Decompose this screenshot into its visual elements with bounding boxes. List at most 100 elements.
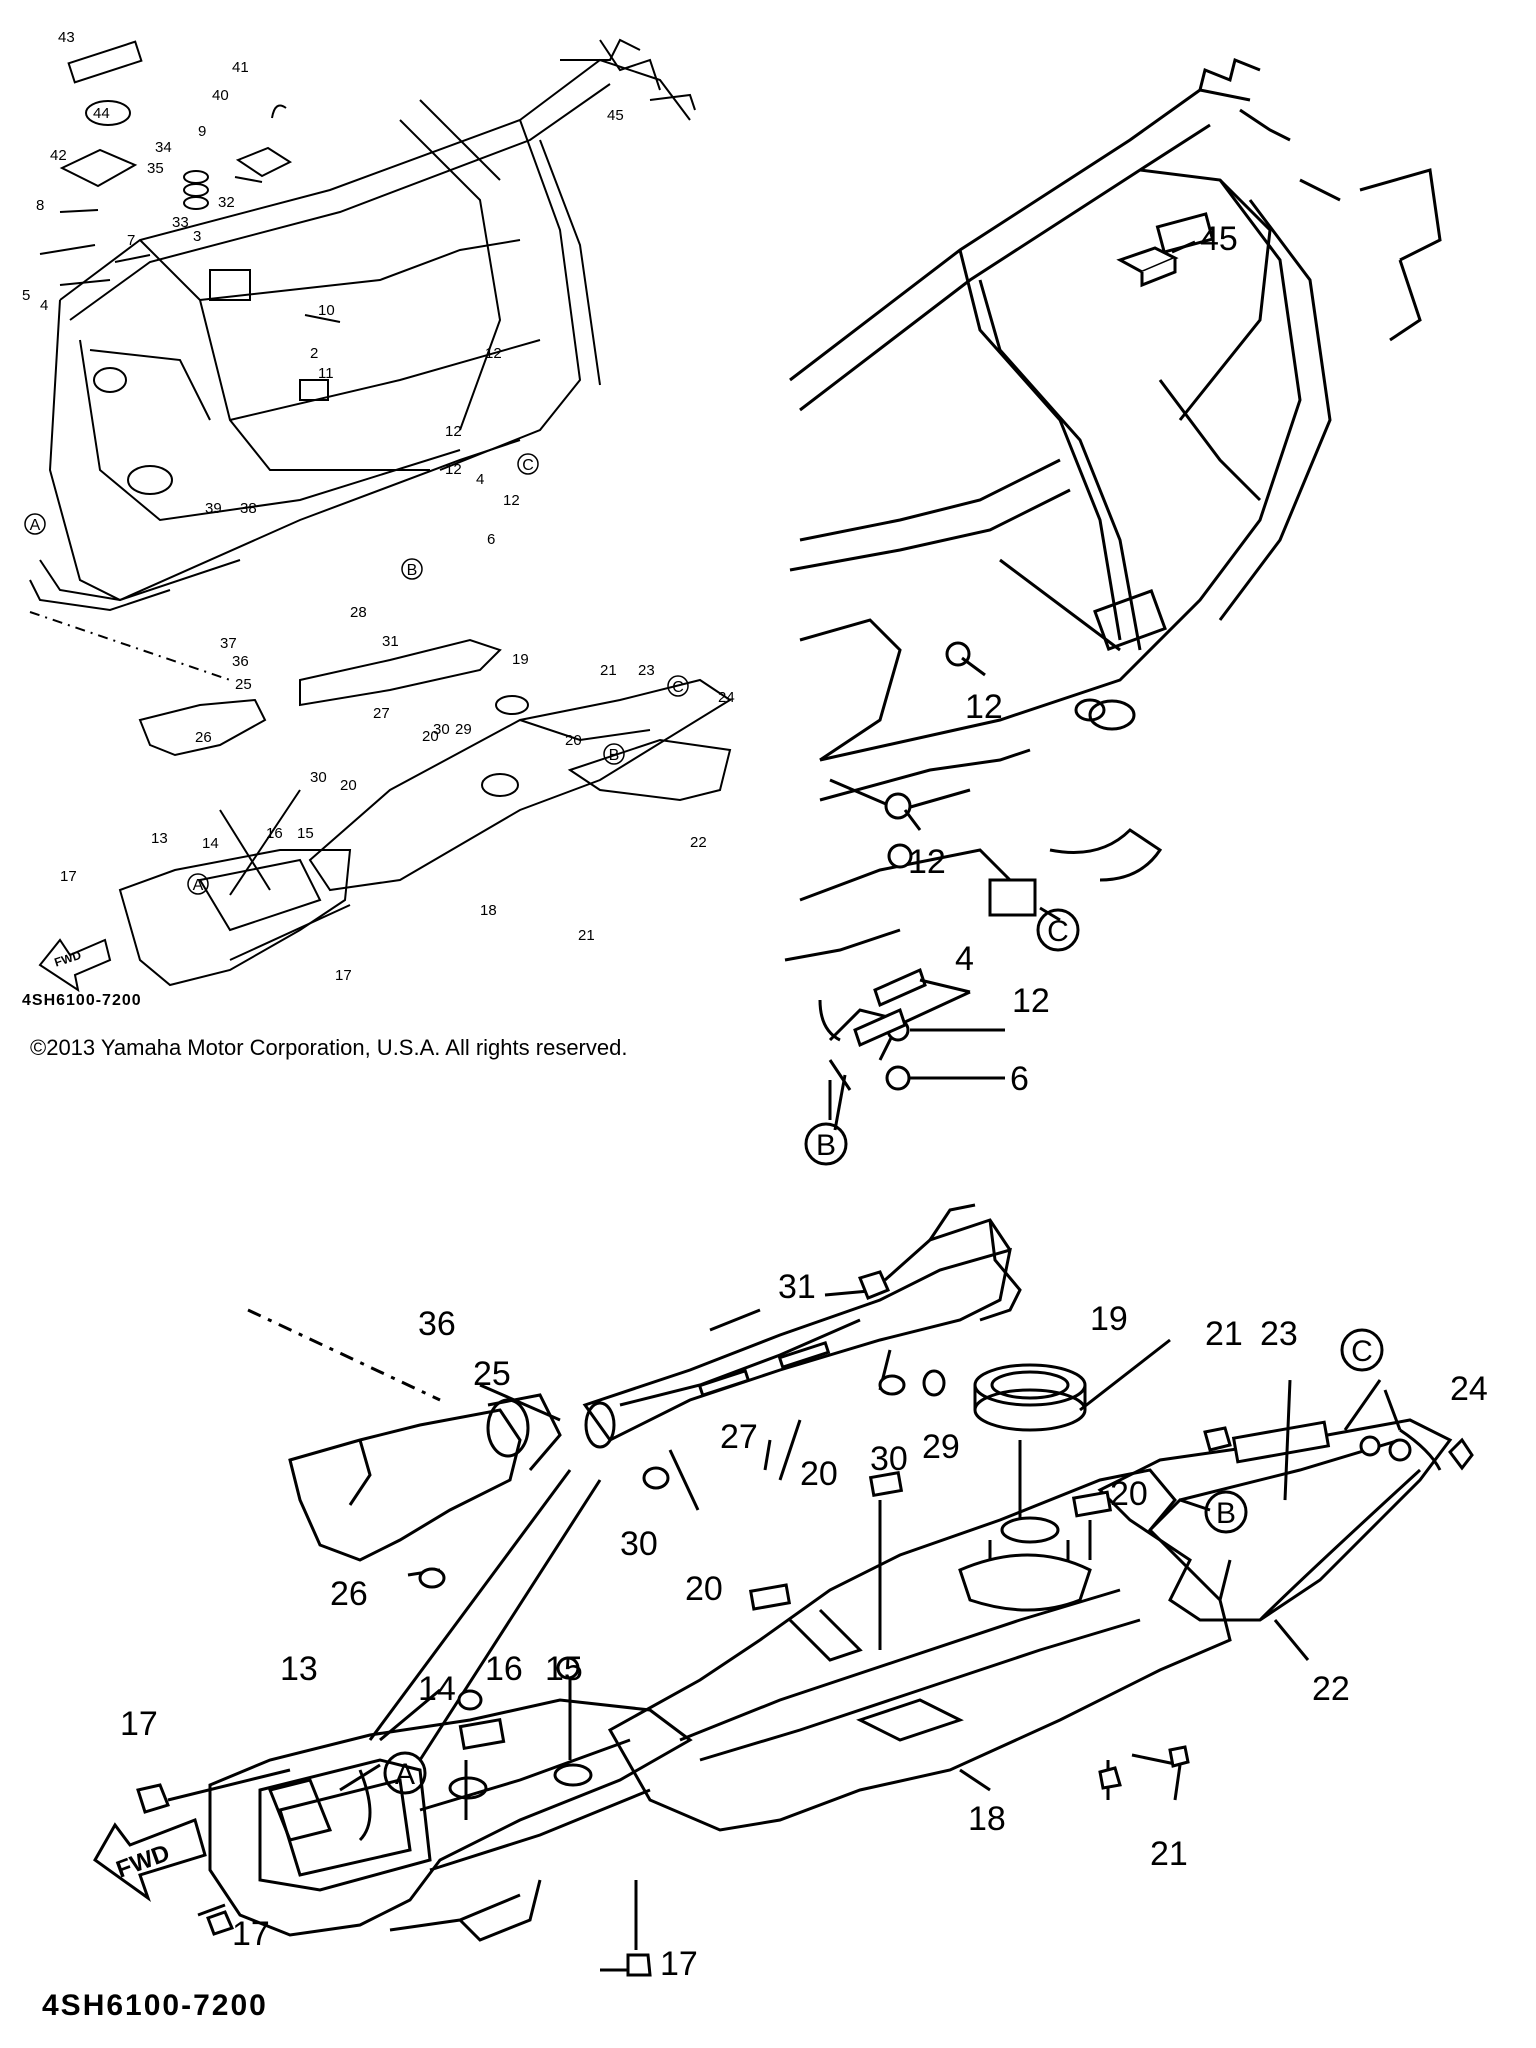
svg-text:22: 22 xyxy=(1312,1670,1350,1708)
guard-detail-drawing xyxy=(95,1205,1450,1970)
svg-text:21: 21 xyxy=(578,927,595,944)
svg-text:17: 17 xyxy=(335,967,352,984)
frame-detail-leaders xyxy=(835,242,1195,1130)
svg-text:22: 22 xyxy=(690,834,707,851)
svg-text:34: 34 xyxy=(155,139,172,156)
svg-text:33: 33 xyxy=(172,214,189,231)
frame-detail-hardware xyxy=(855,248,1175,1089)
svg-text:C: C xyxy=(672,679,684,696)
svg-text:21: 21 xyxy=(600,662,617,679)
svg-text:4: 4 xyxy=(955,940,974,978)
svg-text:23: 23 xyxy=(1260,1315,1298,1353)
svg-text:23: 23 xyxy=(638,662,655,679)
svg-text:7: 7 xyxy=(127,232,135,249)
small-part-numbers: 43 41 44 40 42 34 35 9 32 8 33 3 7 5 4 1… xyxy=(22,29,735,984)
svg-text:45: 45 xyxy=(1200,220,1238,258)
svg-text:10: 10 xyxy=(318,302,335,319)
svg-text:14: 14 xyxy=(202,835,219,852)
svg-text:11: 11 xyxy=(318,365,334,382)
svg-text:17: 17 xyxy=(120,1705,158,1743)
svg-text:4: 4 xyxy=(476,471,484,488)
svg-text:26: 26 xyxy=(195,729,212,746)
svg-text:20: 20 xyxy=(422,728,439,745)
frame-detail-callouts xyxy=(806,910,1078,1164)
svg-text:36: 36 xyxy=(232,653,249,670)
svg-text:12: 12 xyxy=(445,423,462,440)
small-frame-drawing xyxy=(30,40,730,990)
svg-text:6: 6 xyxy=(1010,1060,1029,1098)
svg-text:39: 39 xyxy=(205,500,222,517)
svg-text:45: 45 xyxy=(607,107,624,124)
svg-text:27: 27 xyxy=(373,705,390,722)
copyright-notice: ©2013 Yamaha Motor Corporation, U.S.A. A… xyxy=(30,1035,627,1060)
small-callout-letters: A B C C B A xyxy=(30,457,684,894)
svg-text:18: 18 xyxy=(968,1800,1006,1838)
guard-detail-part-numbers: 31 36 25 19 21 23 24 27 30 29 20 20 30 2… xyxy=(120,1268,1488,1983)
svg-text:C: C xyxy=(522,457,534,474)
svg-text:C: C xyxy=(1351,1335,1373,1368)
svg-text:A: A xyxy=(193,877,204,894)
svg-text:15: 15 xyxy=(545,1650,583,1688)
svg-text:13: 13 xyxy=(280,1650,318,1688)
svg-text:31: 31 xyxy=(382,633,399,650)
svg-text:25: 25 xyxy=(473,1355,511,1393)
svg-text:2: 2 xyxy=(310,345,318,362)
svg-text:19: 19 xyxy=(512,651,529,668)
svg-text:5: 5 xyxy=(22,287,30,304)
guard-detail-callout-letters: C B A xyxy=(395,1335,1373,1791)
frame-detail-drawing xyxy=(785,60,1440,1120)
svg-text:B: B xyxy=(609,747,620,764)
svg-text:8: 8 xyxy=(36,197,44,214)
svg-text:A: A xyxy=(30,517,41,534)
svg-text:4: 4 xyxy=(40,297,48,314)
svg-text:41: 41 xyxy=(232,59,249,76)
svg-text:30: 30 xyxy=(433,721,450,738)
svg-text:15: 15 xyxy=(297,825,314,842)
svg-text:29: 29 xyxy=(922,1428,960,1466)
svg-text:25: 25 xyxy=(235,676,252,693)
frame-detail-callout-letters: C B xyxy=(816,915,1069,1162)
svg-text:17: 17 xyxy=(660,1945,698,1983)
svg-text:30: 30 xyxy=(310,769,327,786)
svg-text:12: 12 xyxy=(445,461,462,478)
svg-text:28: 28 xyxy=(350,604,367,621)
svg-text:B: B xyxy=(1216,1497,1236,1530)
svg-text:30: 30 xyxy=(620,1525,658,1563)
svg-text:43: 43 xyxy=(58,29,75,46)
frame-detail-part-numbers: 45 12 12 4 12 6 xyxy=(908,220,1238,1098)
guard-drawing-code: 4SH6100-7200 xyxy=(42,1989,268,2022)
guard-detail-hardware xyxy=(138,1272,1472,1975)
small-callouts xyxy=(25,454,688,894)
svg-text:24: 24 xyxy=(1450,1370,1488,1408)
svg-text:26: 26 xyxy=(330,1575,368,1613)
svg-text:C: C xyxy=(1047,915,1069,948)
svg-text:27: 27 xyxy=(720,1418,758,1456)
svg-text:36: 36 xyxy=(418,1305,456,1343)
small-drawing-code: 4SH6100-7200 xyxy=(22,992,142,1009)
svg-text:35: 35 xyxy=(147,160,164,177)
svg-text:18: 18 xyxy=(480,902,497,919)
svg-text:20: 20 xyxy=(685,1570,723,1608)
svg-text:44: 44 xyxy=(93,105,110,122)
svg-text:20: 20 xyxy=(340,777,357,794)
svg-text:20: 20 xyxy=(1110,1475,1148,1513)
svg-text:37: 37 xyxy=(220,635,237,652)
svg-text:13: 13 xyxy=(151,830,168,847)
svg-text:14: 14 xyxy=(418,1670,456,1708)
svg-text:32: 32 xyxy=(218,194,235,211)
svg-text:24: 24 xyxy=(718,689,735,706)
svg-text:29: 29 xyxy=(455,721,472,738)
svg-text:20: 20 xyxy=(565,732,582,749)
svg-text:31: 31 xyxy=(778,1268,816,1306)
svg-text:A: A xyxy=(395,1758,415,1791)
guard-detail-callouts xyxy=(385,1330,1382,1793)
svg-text:12: 12 xyxy=(908,843,946,881)
svg-text:17: 17 xyxy=(60,868,77,885)
svg-text:38: 38 xyxy=(240,500,257,517)
svg-text:3: 3 xyxy=(193,228,201,245)
svg-text:19: 19 xyxy=(1090,1300,1128,1338)
svg-text:12: 12 xyxy=(965,688,1003,726)
svg-text:30: 30 xyxy=(870,1440,908,1478)
svg-text:B: B xyxy=(407,562,418,579)
